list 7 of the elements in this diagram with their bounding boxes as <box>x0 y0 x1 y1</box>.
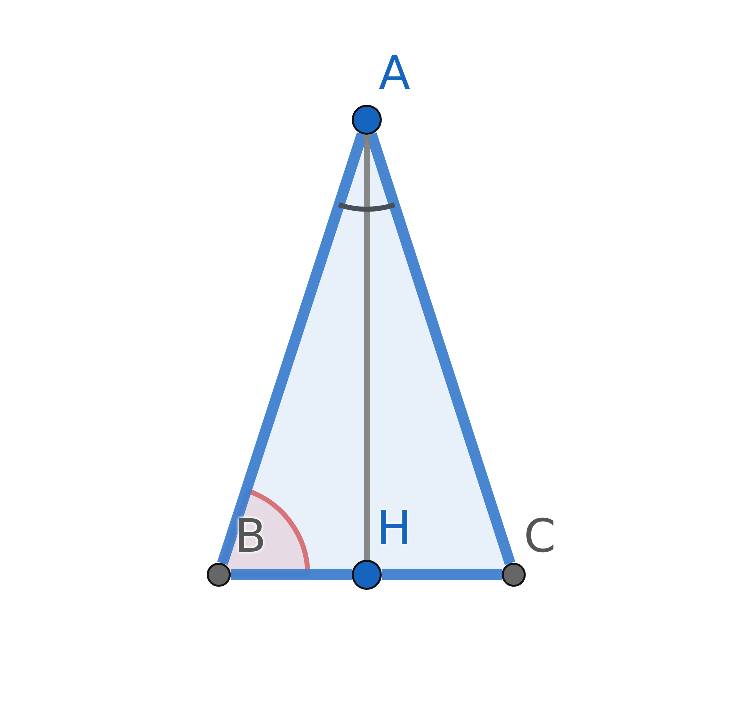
point-label: A <box>379 50 410 96</box>
point-label: H <box>377 505 412 551</box>
line-segment <box>382 570 502 580</box>
point-label: C <box>524 513 556 559</box>
line-segment <box>231 570 352 580</box>
line-segment <box>364 135 370 560</box>
point-label: B <box>235 513 267 559</box>
